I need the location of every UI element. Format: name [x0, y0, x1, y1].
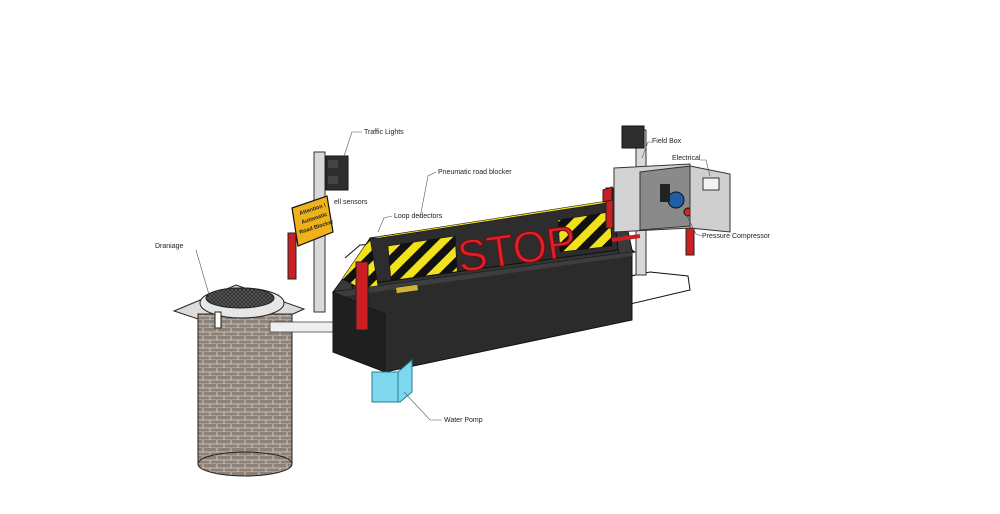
drainage-well — [172, 284, 306, 477]
label-loop-detectors-text: Loop dedectors — [394, 213, 443, 220]
label-field-box-text: Field Box — [652, 138, 682, 145]
pneumatic-road-blocker: STOP — [331, 201, 637, 373]
label-pneumatic-road-blocker-text: Pneumatic road blocker — [438, 169, 512, 176]
label-electrical: Electrical — [672, 155, 711, 177]
label-water-pump: Water Pomp — [403, 391, 483, 424]
label-pneumatic-road-blocker: Pneumatic road blocker — [419, 169, 512, 219]
label-traffic-lights: Traffic Lights — [343, 129, 404, 157]
label-pressure-compressor: Pressure Compressor — [685, 213, 771, 240]
label-draniage-text: Draniage — [155, 243, 184, 250]
label-pressure-compressor-text: Pressure Compressor — [702, 233, 771, 240]
label-draniage: Draniage — [155, 243, 211, 299]
label-field-box: Field Box — [641, 138, 682, 159]
label-cell-sensors: ell sensors — [334, 199, 368, 206]
water-pump — [371, 358, 413, 403]
warning-sign: Attention ! Automatic Road Blocker — [291, 195, 335, 247]
label-water-pump-text: Water Pomp — [444, 417, 483, 424]
red-bollard-front — [355, 261, 369, 331]
label-cell-sensors-text: ell sensors — [334, 199, 368, 206]
field-box — [602, 163, 731, 233]
label-loop-detectors: Loop dedectors — [377, 213, 443, 233]
red-bollard-left — [287, 232, 297, 280]
label-traffic-lights-text: Traffic Lights — [364, 129, 404, 136]
label-electrical-text: Electrical — [672, 155, 701, 162]
